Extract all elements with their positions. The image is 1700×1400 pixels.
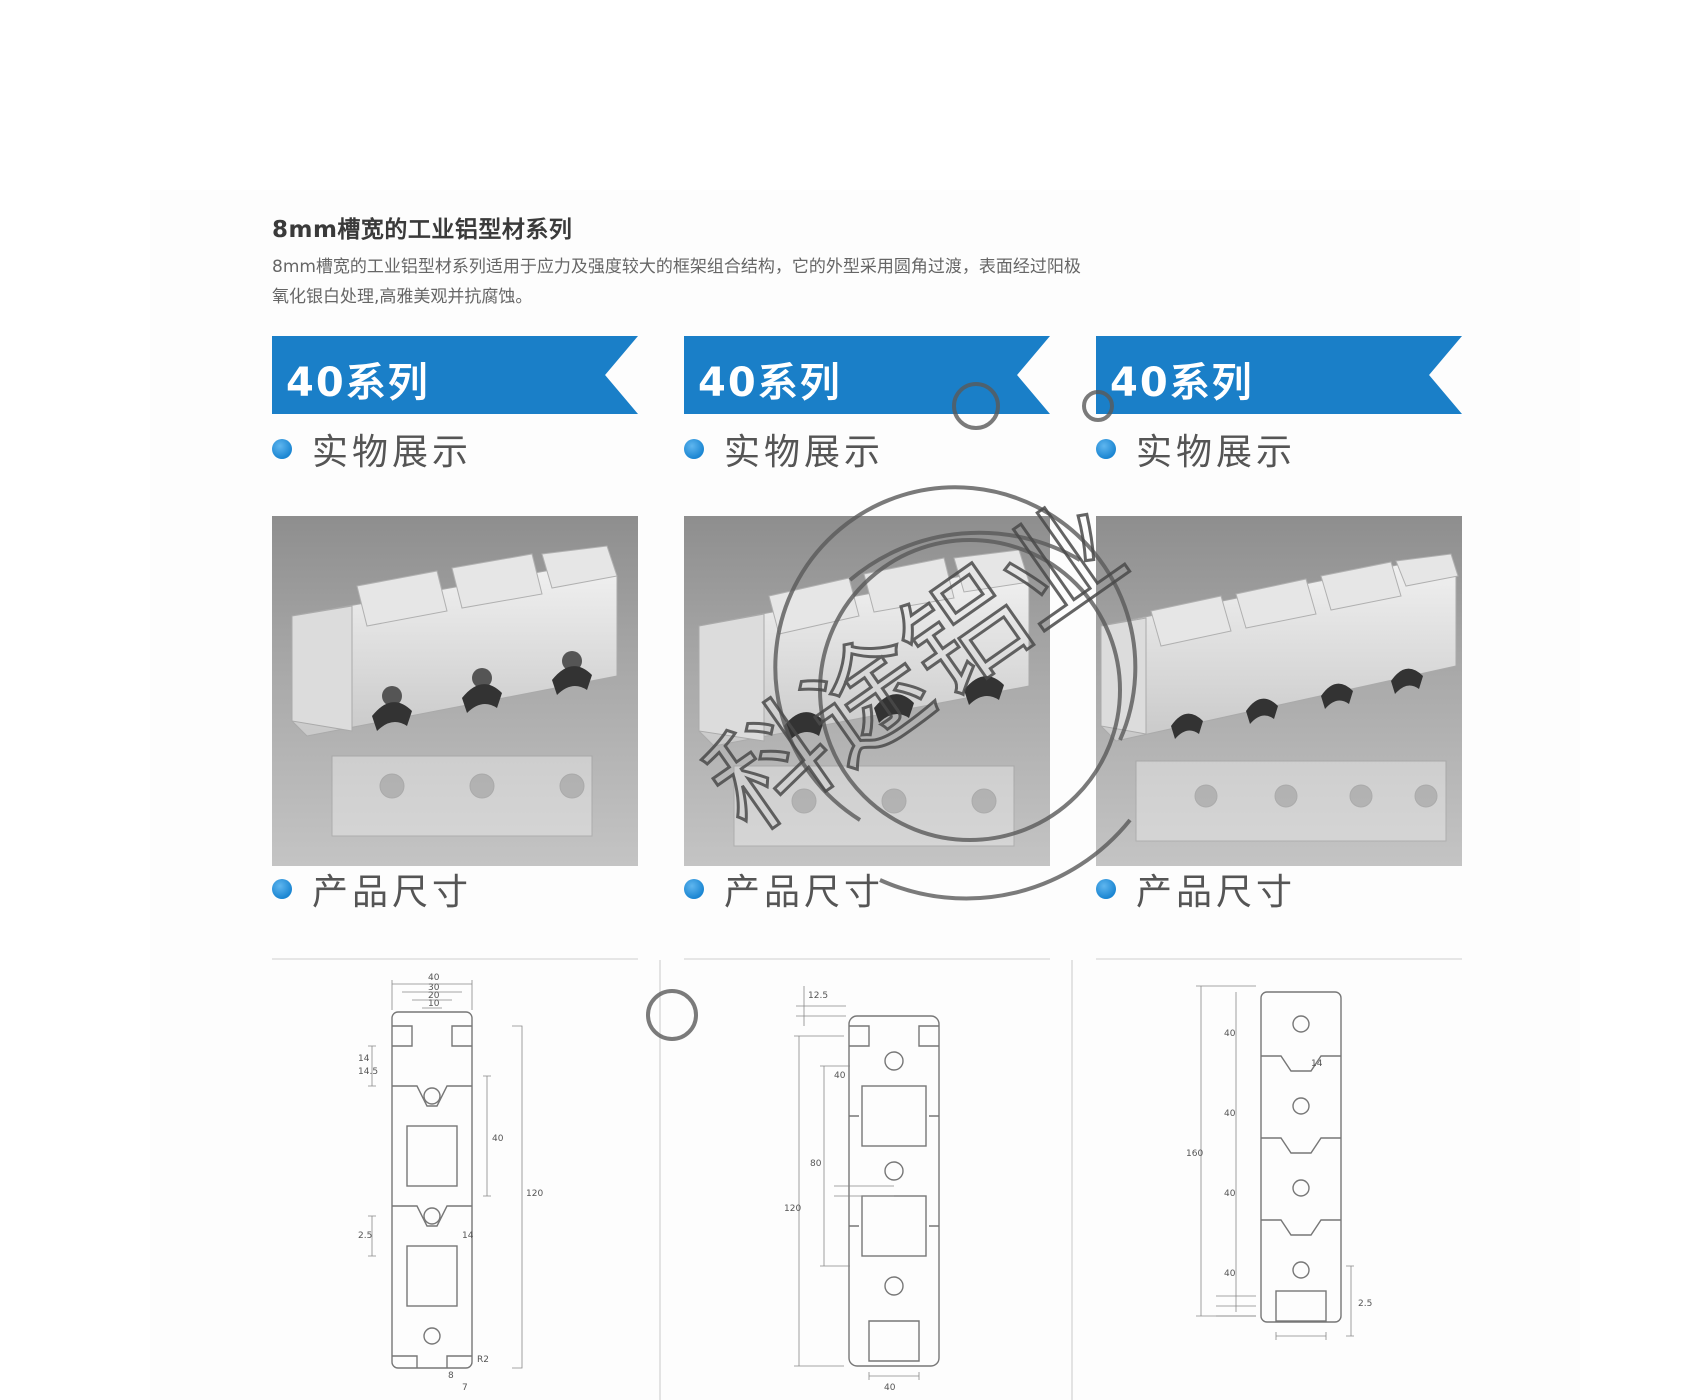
series-column-3: 40系列 实物展示 [1096,336,1462,1400]
dim-label: R2 [477,1355,489,1365]
series-banner-title: 40系列 [698,360,842,406]
dim-label: 8 [448,1371,454,1381]
bullet-dot-icon [1096,879,1116,899]
bullet-dot-icon [1096,439,1116,459]
bullet-dot-icon [272,439,292,459]
dim-label: 160 [1186,1149,1203,1159]
dim-label: 7 [462,1383,468,1393]
profile-photo [1096,516,1462,866]
size-subhead-label: 产品尺寸 [724,872,885,913]
column-separator [659,960,661,1400]
size-subhead-label: 产品尺寸 [312,872,473,913]
dim-label: 20 [428,991,440,1001]
dim-label: 40 [492,1134,504,1144]
bullet-dot-icon [684,439,704,459]
dim-label: 120 [526,1189,543,1199]
photo-subhead-label: 实物展示 [1136,432,1297,473]
aluminum-profile-image [291,545,618,837]
section-intro: 8mm槽宽的工业铝型材系列适用于应力及强度较大的框架组合结构，它的外型采用圆角过… [272,252,1332,312]
dim-label: 2.5 [1358,1299,1372,1309]
dim-label: 80 [810,1159,822,1169]
dim-label: 14.5 [358,1067,378,1077]
dim-label: 40 [1224,1029,1236,1039]
dim-label: 40 [884,1383,896,1393]
bullet-dot-icon [272,879,292,899]
dim-label: 40 [428,973,440,983]
aluminum-profile-image [1100,553,1459,842]
size-subhead: 产品尺寸 [684,866,1050,913]
dim-label: 14 [1311,1059,1323,1069]
section-heading: 8mm槽宽的工业铝型材系列 [272,217,573,243]
divider-rule [272,958,638,960]
series-banner: 40系列 [272,336,638,414]
dim-label: 120 [784,1204,801,1214]
divider-rule [1096,958,1462,960]
photo-subhead: 实物展示 [272,426,638,473]
dim-label: 10 [428,999,440,1009]
profile-photo [272,516,638,866]
bullet-dot-icon [684,879,704,899]
intro-line-2: 氧化银白处理,高雅美观并抗腐蚀。 [272,287,533,307]
photo-subhead-label: 实物展示 [312,432,473,473]
series-column-2: 40系列 实物展示 [684,336,1050,1400]
series-banner-title: 40系列 [286,360,430,406]
dimension-drawing-2: 12.5 40 120 80 40 [684,966,1050,1396]
dim-label: 14 [358,1054,370,1064]
aluminum-profile-image [698,549,1030,847]
dim-label: 40 [1224,1189,1236,1199]
size-subhead-label: 产品尺寸 [1136,872,1297,913]
dim-label: 14 [462,1231,474,1241]
series-banner: 40系列 [1096,336,1462,414]
intro-line-1: 8mm槽宽的工业铝型材系列适用于应力及强度较大的框架组合结构，它的外型采用圆角过… [272,257,1081,277]
dim-label: 2.5 [358,1231,372,1241]
column-separator [1071,960,1073,1400]
size-subhead: 产品尺寸 [1096,866,1462,913]
dim-label: 12.5 [808,991,828,1001]
size-subhead: 产品尺寸 [272,866,638,913]
dim-label: 40 [834,1071,846,1081]
photo-subhead: 实物展示 [1096,426,1462,473]
dim-label: 30 [428,983,440,993]
series-column-1: 40系列 实物展示 [272,336,638,1400]
divider-rule [684,958,1050,960]
photo-subhead: 实物展示 [684,426,1050,473]
dimension-drawing-3: 160 40 40 40 40 14 2.5 [1096,966,1462,1396]
series-banner-title: 40系列 [1110,360,1254,406]
photo-subhead-label: 实物展示 [724,432,885,473]
profile-photo [684,516,1050,866]
dim-label: 40 [1224,1269,1236,1279]
dimension-drawing-1: 40 30 20 10 14 14.5 120 40 2.5 14 R2 8 7 [272,966,638,1396]
series-banner: 40系列 [684,336,1050,414]
dim-label: 40 [1224,1109,1236,1119]
